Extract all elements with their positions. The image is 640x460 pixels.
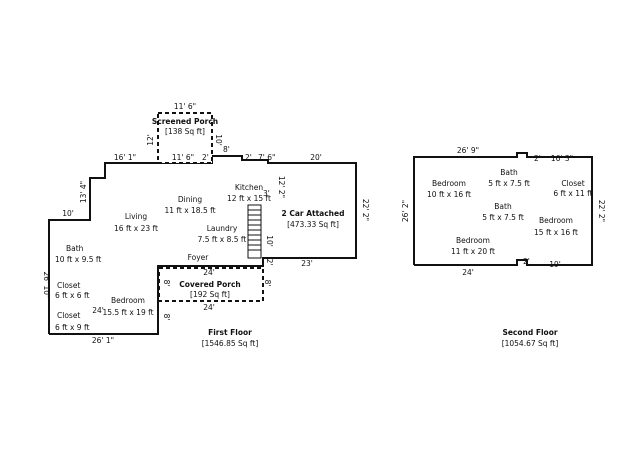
dim-second-left-26: 26' 2"	[401, 200, 410, 222]
dim-stair-10: 10'	[265, 235, 274, 247]
kitchen-name: Kitchen	[235, 183, 263, 192]
dim-top-8: 8'	[223, 145, 230, 154]
sf-bedroom1-name: Bedroom	[432, 179, 466, 188]
dim-left-10: 10'	[62, 209, 74, 218]
screened-porch-area: [138 Sq ft]	[165, 127, 205, 136]
second-floor-title: Second Floor	[502, 328, 557, 337]
dining-size: 11 ft x 18.5 ft	[164, 206, 215, 215]
sf-bedroom1-size: 10 ft x 16 ft	[427, 190, 471, 199]
dim-screened-porch-bottom: 11' 6"	[172, 153, 194, 162]
dim-second-top-2: 2'	[534, 154, 541, 163]
dim-screened-porch-right: 10'	[214, 134, 223, 146]
kitchen-size: 12 ft x 15 ft	[227, 194, 271, 203]
dim-covered-porch-top: 24'	[203, 268, 215, 277]
sf-bedroom3-size: 11 ft x 20 ft	[451, 247, 495, 256]
dim-top-7: 7' 6"	[258, 153, 275, 162]
sf-bedroom3-name: Bedroom	[456, 236, 490, 245]
sf-bath2-size: 5 ft x 7.5 ft	[482, 213, 524, 222]
covered-porch-area: [192 Sq ft]	[190, 290, 230, 299]
dim-second-top-16: 16' 3"	[551, 154, 573, 163]
dim-left-26: 26' 10"	[42, 272, 51, 299]
dim-left-13: 13' 4"	[79, 181, 88, 203]
sf-closet-size: 6 ft x 11 ft	[553, 189, 592, 198]
closet2-name: Closet	[57, 311, 80, 320]
dim-second-bottom-2: 2'	[523, 257, 530, 266]
dim-bottom-26: 26' 1"	[92, 336, 114, 345]
screened-porch-outline	[157, 112, 213, 164]
sf-bedroom2-name: Bedroom	[539, 216, 573, 225]
dim-covered-porch-right: 8'	[263, 280, 272, 287]
first-floor-title: First Floor	[208, 328, 252, 337]
dim-bottom-24: 24'	[92, 306, 104, 315]
sf-bath1-size: 5 ft x 7.5 ft	[488, 179, 530, 188]
first-floor-plan: Screened Porch [138 Sq ft] Kitchen 12 ft…	[42, 102, 370, 348]
covered-porch-outline	[158, 267, 264, 302]
dim-screened-porch-left: 12'	[146, 134, 155, 146]
laundry-size: 7.5 ft x 8.5 ft	[198, 235, 247, 244]
second-floor-outline	[413, 152, 593, 266]
sf-bedroom2-size: 15 ft x 16 ft	[534, 228, 578, 237]
dim-garage-23: 23'	[301, 259, 313, 268]
second-floor-plan: 26' 9" 2' 16' 3" 24' 2' 19' 26' 2" 22' 2…	[401, 146, 606, 348]
dim-second-bottom-19: 19'	[549, 260, 561, 269]
bath-name: Bath	[66, 244, 84, 253]
living-name: Living	[125, 212, 148, 221]
bedroom-size: 15.5 ft x 19 ft	[102, 308, 153, 317]
bedroom-name: Bedroom	[111, 296, 145, 305]
dim-kitchen-12: 12' 2"	[277, 176, 286, 198]
second-floor-area: [1054.67 Sq ft]	[502, 339, 559, 348]
closet1-size: 6 ft x 6 ft	[55, 291, 89, 300]
dim-screened-porch-2: 2'	[202, 153, 209, 162]
garage-area: [473.33 Sq ft]	[287, 220, 339, 229]
dim-stair-2: 2'	[265, 259, 274, 266]
covered-porch-name: Covered Porch	[179, 280, 241, 289]
garage-name: 2 Car Attached	[282, 209, 345, 218]
dining-name: Dining	[178, 195, 202, 204]
closet2-size: 6 ft x 9 ft	[55, 323, 89, 332]
dim-top-16: 16' 1"	[114, 153, 136, 162]
first-floor-outline	[48, 155, 357, 335]
laundry-name: Laundry	[207, 224, 238, 233]
living-size: 16 ft x 23 ft	[114, 224, 158, 233]
first-floor-area: [1546.85 Sq ft]	[202, 339, 259, 348]
screened-porch-name: Screened Porch	[152, 117, 218, 126]
stairs	[247, 204, 262, 259]
bath-size: 10 ft x 9.5 ft	[55, 255, 101, 264]
dim-second-top-26: 26' 9"	[457, 146, 479, 155]
dim-second-right-22: 22' 2"	[597, 200, 606, 222]
sf-bath2-name: Bath	[494, 202, 512, 211]
sf-bath1-name: Bath	[500, 168, 518, 177]
foyer-name: Foyer	[188, 253, 210, 262]
dim-screened-porch-top: 11' 6"	[174, 102, 196, 111]
sf-closet-name: Closet	[561, 179, 584, 188]
dim-bottom-8: 8'	[162, 314, 171, 321]
dim-covered-porch-left: 8'	[162, 280, 171, 287]
closet1-name: Closet	[57, 281, 80, 290]
dim-top-20: 20'	[310, 153, 322, 162]
dim-covered-porch-bottom: 24'	[203, 303, 215, 312]
dim-top-2: 2'	[245, 153, 252, 162]
dim-second-bottom-24: 24'	[462, 268, 474, 277]
dim-stair-3: 3'	[263, 189, 270, 198]
dim-garage-22: 22' 2"	[361, 199, 370, 221]
